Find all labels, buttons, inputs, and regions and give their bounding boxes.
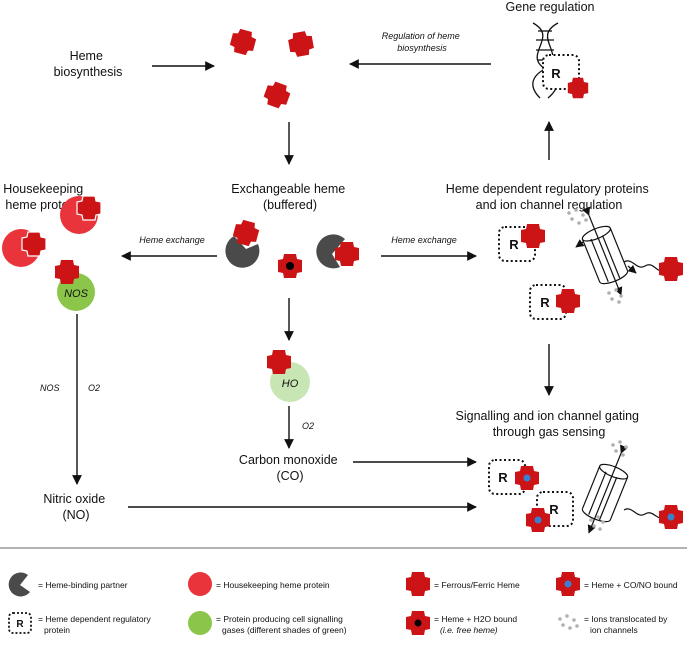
gene-regulatory-protein-r xyxy=(542,54,580,90)
housekeeping-proteins xyxy=(2,195,102,311)
regulatory-proteins-label: Heme dependent regulatory proteins and i… xyxy=(446,182,652,212)
exchangeable-heme-label: Exchangeable heme (buffered) xyxy=(231,182,348,212)
ho-o2-label: O2 xyxy=(302,421,314,431)
r-label-1: R xyxy=(509,237,519,252)
co-label: Carbon monoxide (CO) xyxy=(239,453,341,483)
exchangeable-heme-icons xyxy=(225,218,359,278)
ho-label: HO xyxy=(282,378,299,390)
heme-exchange-left-label: Heme exchange xyxy=(139,235,205,245)
legend-co-no-bound: = Heme + CO/NO bound xyxy=(584,580,678,590)
ions-signalling-bottom xyxy=(589,515,605,531)
legend-gas-protein: = Protein producing cell signalling gase… xyxy=(216,614,347,635)
gene-regulation-label: Gene regulation xyxy=(506,0,595,14)
legend-partner-icon xyxy=(8,572,31,597)
ions-signalling-top xyxy=(611,440,628,457)
co-no-dot-3 xyxy=(667,513,675,521)
nos-o2-label: O2 xyxy=(88,383,100,393)
legend-h2o-dot xyxy=(414,619,422,627)
r-label-3: R xyxy=(498,470,508,485)
heme-cluster-top xyxy=(228,27,315,111)
heme-exchange-right-label: Heme exchange xyxy=(391,235,457,245)
ion-channel-icon-2 xyxy=(581,444,664,534)
legend-heme-binding-partner: = Heme-binding partner xyxy=(38,580,128,590)
co-no-dot-2 xyxy=(534,516,542,524)
legend-ions-icon xyxy=(558,614,579,630)
ions-top xyxy=(567,208,588,225)
legend-h2o-bound: = Heme + H2O bound (i.e. free heme) xyxy=(434,614,520,635)
r-label-2: R xyxy=(540,295,550,310)
legend-co-no-dot xyxy=(564,580,572,588)
ions-bottom xyxy=(607,288,623,304)
no-label: Nitric oxide (NO) xyxy=(43,492,108,522)
nos-label: NOS xyxy=(64,288,89,300)
regulation-of-heme-biosynthesis-label: Regulation of heme biosynthesis xyxy=(382,31,463,53)
legend-ferrous-icon xyxy=(406,572,430,596)
heme-biosynthesis-label: Heme biosynthesis xyxy=(54,49,123,79)
legend-r-label: R xyxy=(16,619,24,630)
r-label-4: R xyxy=(549,502,559,517)
legend-regulatory-protein: = Heme dependent regulatory protein xyxy=(38,614,153,635)
legend-housekeeping: = Housekeeping heme protein xyxy=(216,580,330,590)
regulatory-protein-2 xyxy=(529,284,567,320)
nos-arrow-label: NOS xyxy=(40,383,60,393)
legend-gas-protein-icon xyxy=(188,611,212,635)
legend-housekeeping-icon xyxy=(188,572,212,596)
legend-regulatory-icon xyxy=(8,612,32,634)
legend-ferrous-ferric: = Ferrous/Ferric Heme xyxy=(434,580,520,590)
legend-ions: = Ions translocated by ion channels xyxy=(584,614,670,635)
co-no-dot-1 xyxy=(523,474,531,482)
r-label: R xyxy=(551,66,561,81)
channel-heme xyxy=(659,257,683,281)
ion-channel-icon xyxy=(575,206,663,296)
signalling-protein-1 xyxy=(488,459,526,495)
legend: = Heme-binding partner = Housekeeping he… xyxy=(8,572,678,635)
signalling-label: Signalling and ion channel gating throug… xyxy=(456,409,643,439)
